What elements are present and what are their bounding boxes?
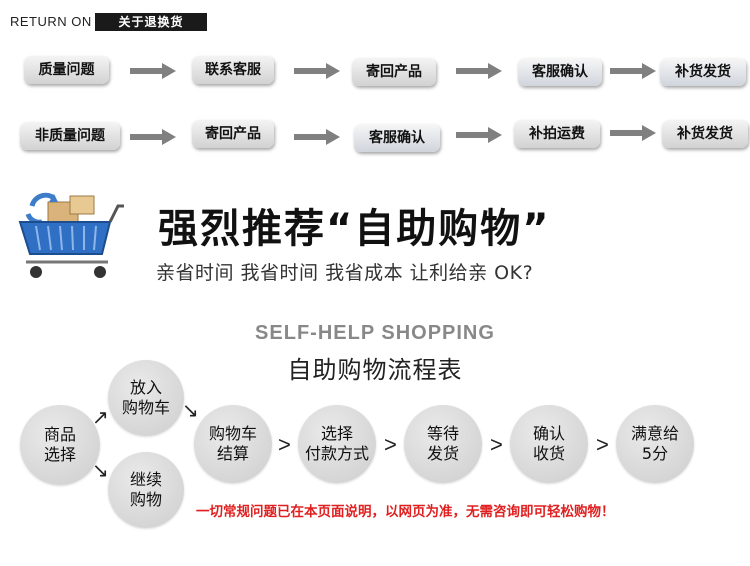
arrow-right-icon (130, 129, 176, 145)
return-badge: 关于退换货 (95, 13, 207, 31)
arrow-down-right-icon: ↘ (92, 460, 109, 482)
arrow-up-right-icon: ↗ (92, 407, 109, 429)
flow-nonquality-step-5: 补货发货 (662, 120, 748, 148)
flow-nonquality-step-3: 客服确认 (354, 124, 440, 152)
arrow-right-icon (610, 125, 656, 141)
step-goods-select: 商品选择 (20, 405, 100, 485)
flow-quality-step-1: 质量问题 (24, 56, 109, 84)
step-payment-method: 选择付款方式 (298, 405, 376, 483)
selfhelp-note: 一切常规问题已在本页面说明，以网页为准，无需咨询即可轻松购物！ (196, 504, 615, 520)
arrow-right-icon (294, 63, 340, 79)
flow-quality-step-3: 寄回产品 (352, 58, 436, 86)
selfhelp-title-en: SELF-HELP SHOPPING (255, 322, 495, 344)
flow-quality-step-2: 联系客服 (192, 56, 274, 84)
flow-quality-step-4: 客服确认 (518, 58, 602, 86)
arrow-right-icon: > (278, 432, 291, 457)
arrow-right-icon (130, 63, 176, 79)
step-add-to-cart: 放入购物车 (108, 360, 184, 436)
arrow-right-icon (610, 63, 656, 79)
flow-quality-step-5: 补货发货 (660, 58, 746, 86)
arrow-right-icon: > (596, 432, 609, 457)
selfhelp-title-zh: 自助购物流程表 (287, 356, 463, 384)
step-confirm-receipt: 确认收货 (510, 405, 588, 483)
arrow-right-icon (456, 63, 502, 79)
flow-nonquality-step-1: 非质量问题 (20, 122, 120, 150)
arrow-right-icon (294, 129, 340, 145)
flow-nonquality-step-2: 寄回产品 (192, 120, 274, 148)
step-continue-shopping: 继续购物 (108, 452, 184, 528)
arrow-right-icon: > (384, 432, 397, 457)
promo-subtitle: 亲省时间 我省时间 我省成本 让利给亲 OK? (156, 262, 534, 284)
arrow-down-right-icon: ↘ (182, 400, 199, 422)
arrow-right-icon: > (490, 432, 503, 457)
shopping-cart-icon (18, 192, 124, 278)
flow-nonquality-step-4: 补拍运费 (514, 120, 600, 148)
step-wait-shipping: 等待发货 (404, 405, 482, 483)
arrow-right-icon (456, 127, 502, 143)
promo-title: 强烈推荐“自助购物” (158, 206, 551, 252)
return-title: RETURN ON (10, 14, 92, 29)
step-cart-checkout: 购物车结算 (194, 405, 272, 483)
